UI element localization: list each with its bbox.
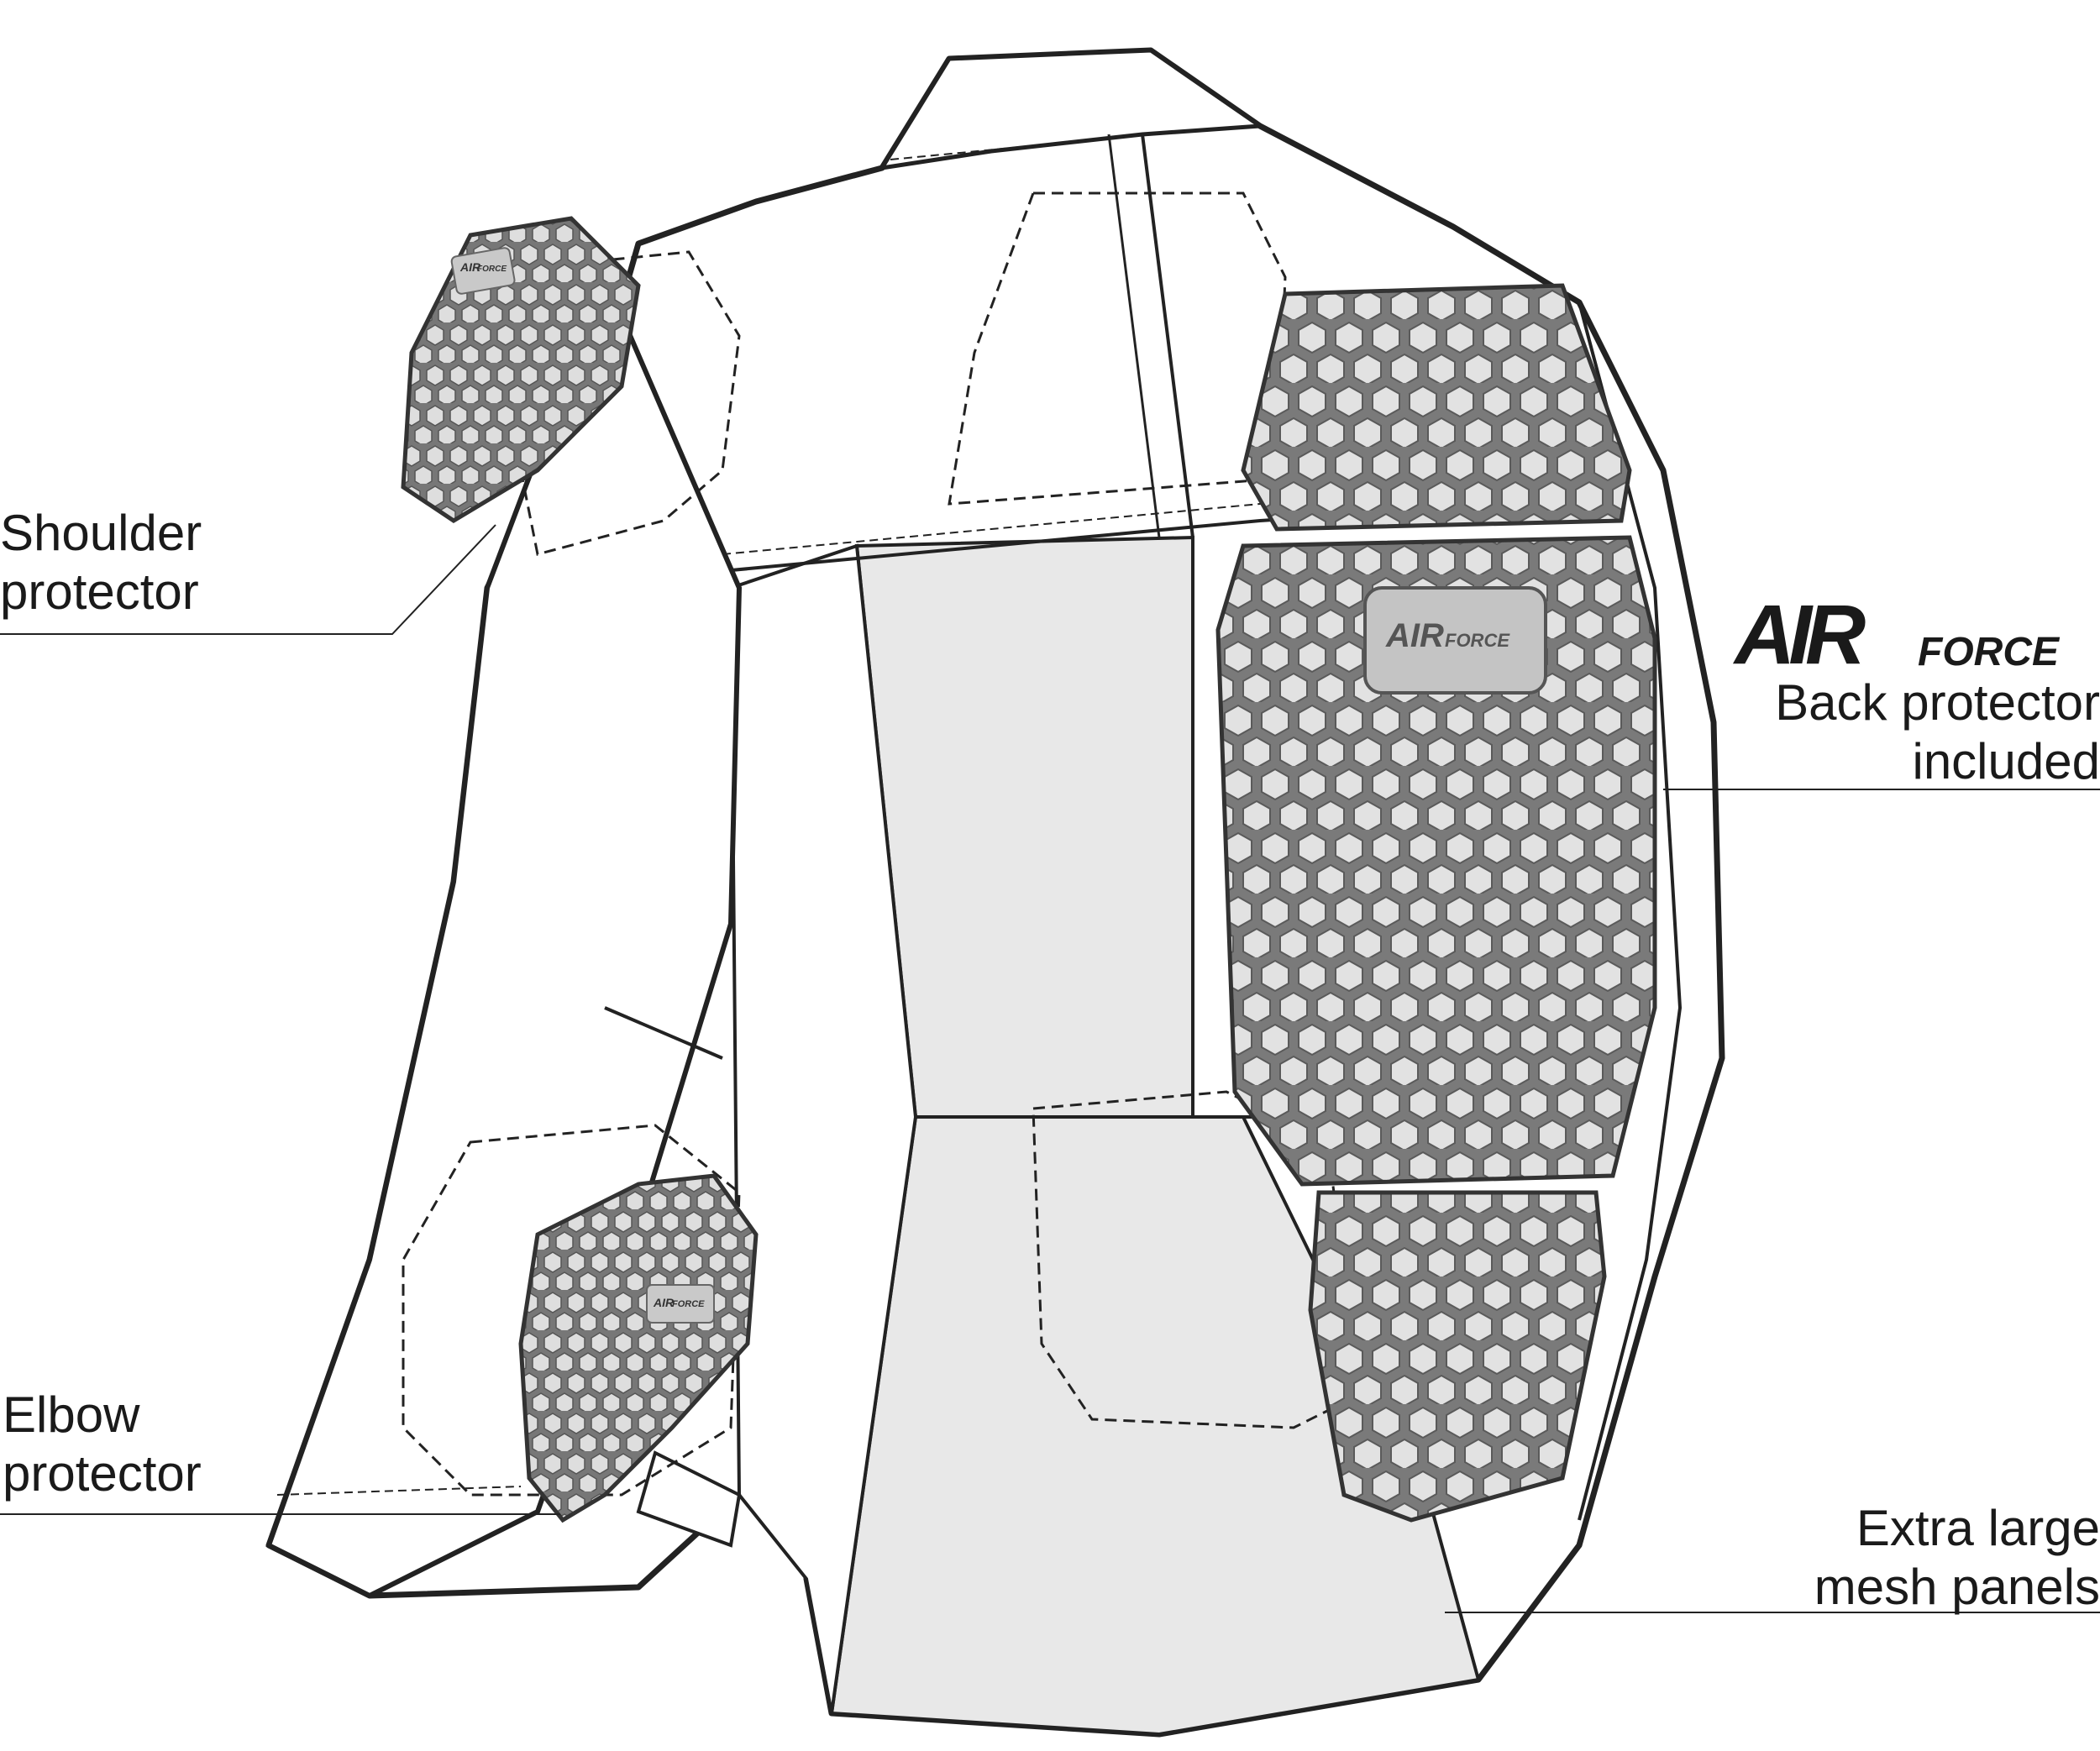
back-protector-badge-main: AIR: [1385, 617, 1444, 654]
collar: [878, 48, 1267, 171]
shoulder-protector: AIR FORCE: [401, 216, 641, 523]
cuff-strap: [636, 1450, 742, 1548]
elbow-protector-badge-main: AIR: [653, 1296, 675, 1309]
callout-back-line1: Back protector: [1775, 674, 2100, 731]
callout-mesh-line1: Extra large: [1856, 1500, 2100, 1556]
shoulder-protector-badge-sub: FORCE: [477, 265, 507, 274]
elbow-protector: AIR FORCE: [518, 1173, 759, 1523]
callout-mesh: Extra large mesh panels: [1814, 1499, 2100, 1617]
leader-shoulder: [0, 524, 496, 635]
callout-elbow: Elbow protector: [3, 1386, 202, 1503]
callout-back: Back protector included: [1775, 674, 2100, 791]
callout-back-line2: included: [1912, 733, 2100, 789]
back-protector: AIR FORCE: [1215, 283, 1657, 1523]
airforce-logo-sub: FORCE: [1918, 630, 2061, 672]
airforce-logo-main: AIR: [1732, 596, 1866, 672]
elbow-protector-badge-sub: FORCE: [672, 1299, 705, 1309]
shoulder-protector-badge-main: AIR: [459, 260, 481, 274]
callout-shoulder: Shoulder protector: [0, 504, 202, 621]
back-protector-middle: [1215, 535, 1657, 1187]
callout-shoulder-line1: Shoulder: [0, 505, 202, 561]
callout-shoulder-line2: protector: [0, 564, 199, 620]
callout-elbow-line1: Elbow: [3, 1387, 140, 1443]
back-protector-lower: [1308, 1190, 1607, 1523]
callout-mesh-line2: mesh panels: [1814, 1559, 2100, 1615]
back-protector-upper: [1241, 283, 1632, 532]
back-protector-badge-sub: FORCE: [1445, 630, 1510, 651]
callout-elbow-line2: protector: [3, 1445, 202, 1502]
back-protector-badge: [1363, 586, 1547, 695]
airforce-logo: AIR FORCE: [1732, 596, 2061, 672]
